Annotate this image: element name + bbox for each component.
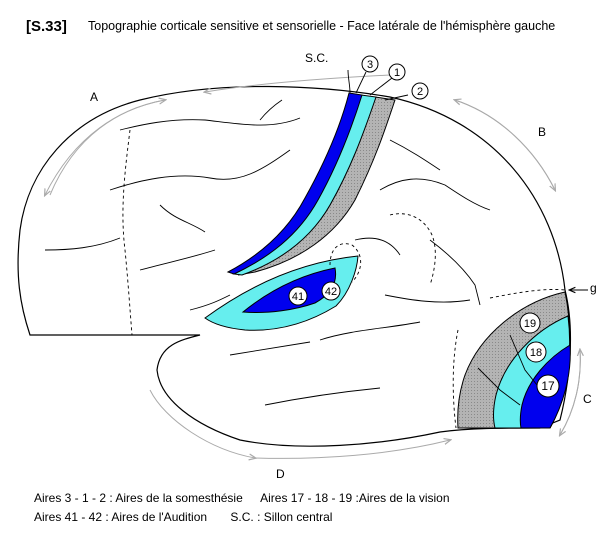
hemisphere-outline (17, 85, 572, 447)
badge-area-19: 19 (524, 318, 536, 330)
legend-line-1: Aires 3 - 1 - 2 : Aires de la somesthési… (34, 491, 450, 505)
legend-audition: Aires 41 - 42 : Aires de l'Audition (34, 510, 208, 524)
figure-code: [S.33] (26, 18, 67, 35)
legend-somesthesia: Aires 3 - 1 - 2 : Aires de la somesthési… (34, 491, 243, 505)
badge-area-41: 41 (292, 291, 304, 303)
badge-area-1: 1 (394, 67, 400, 79)
badge-area-18: 18 (530, 347, 542, 359)
badge-area-3: 3 (367, 59, 373, 71)
figure-title: Topographie corticale sensitive et senso… (88, 19, 556, 33)
label-b: B (538, 125, 546, 139)
sulci-lines (44, 99, 491, 406)
area-3-region (226, 92, 363, 275)
badge-area-42: 42 (325, 286, 337, 298)
badge-area-17: 17 (541, 379, 555, 393)
label-g: g (590, 281, 597, 295)
legend-vision: Aires 17 - 18 - 19 :Aires de la vision (260, 491, 450, 505)
label-a: A (90, 90, 98, 104)
legend-line-2: Aires 41 - 42 : Aires de l'Audition S.C.… (34, 510, 332, 524)
legend-central-sulcus: S.C. : Sillon central (230, 510, 333, 524)
label-d: D (276, 467, 285, 481)
badge-area-2: 2 (417, 86, 423, 98)
label-sc: S.C. (305, 51, 328, 65)
label-c: C (583, 392, 592, 406)
